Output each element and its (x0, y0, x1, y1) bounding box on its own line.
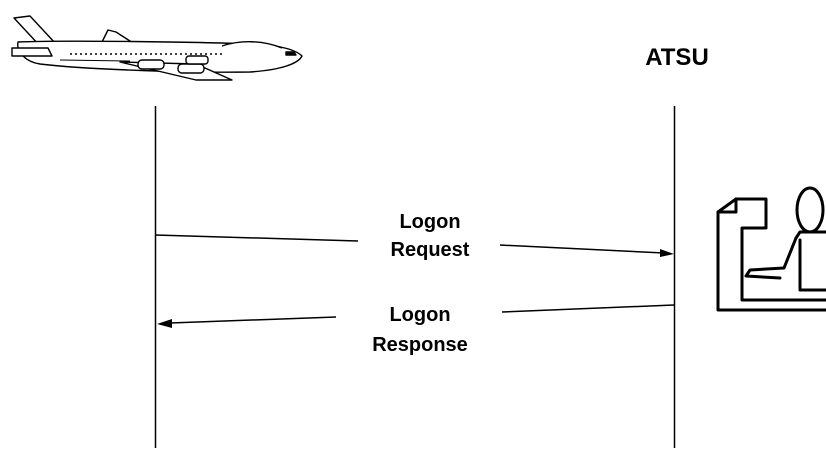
logon-request-arrow (154, 234, 674, 257)
logon-request-line1: Logon (399, 211, 461, 233)
logon-response-arrow (157, 304, 675, 328)
logon-request-label: Logon Request (360, 212, 500, 260)
logon-response-label: Logon Response (340, 305, 500, 355)
logon-response-line1: Logon (389, 304, 451, 326)
logon-request-line2: Request (390, 239, 470, 261)
logon-response-line2: Response (372, 334, 468, 356)
atc-controller-workstation-icon (716, 186, 826, 312)
airliner-icon (11, 15, 303, 81)
atsu-label: ATSU (645, 44, 709, 71)
